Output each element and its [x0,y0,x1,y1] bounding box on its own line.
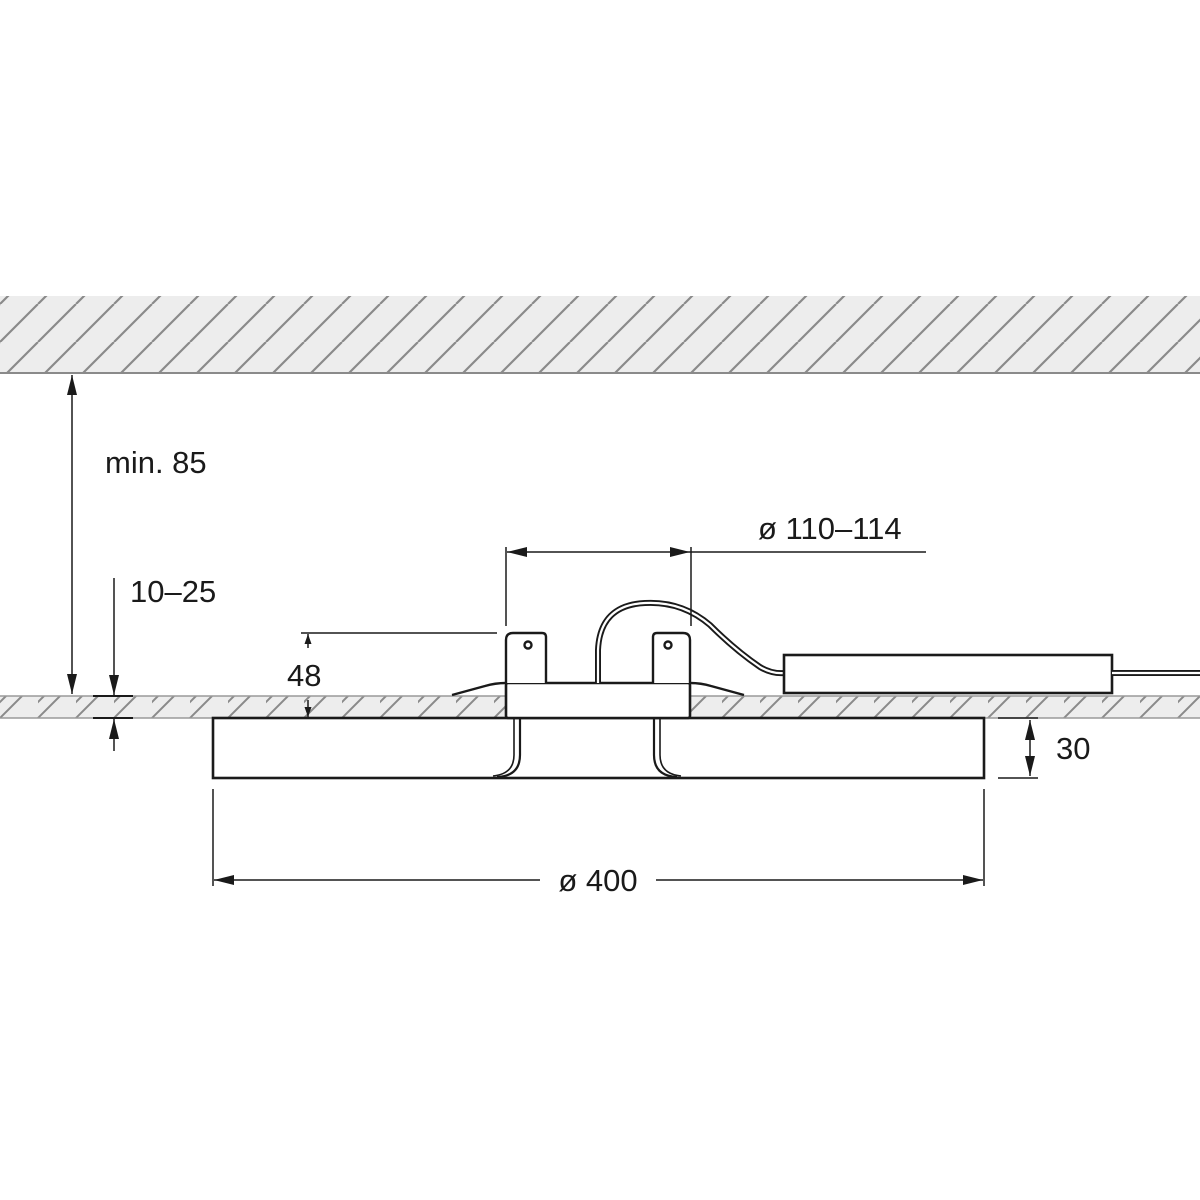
ceiling-thickness-label: 10–25 [130,574,216,609]
luminaire-height-label: 30 [1056,731,1090,766]
ceiling-void-label: min. 85 [105,445,207,480]
recessed-housing [451,681,745,720]
cutout-diameter-label: ø 110–114 [758,511,902,546]
installation-depth-label: 48 [287,658,321,693]
dimension-luminaire-diameter: ø 400 [212,789,985,898]
luminaire-diameter-label: ø 400 [558,863,637,898]
dimension-ceiling-void: min. 85 [67,375,207,694]
dimension-cutout-diameter: ø 110–114 [505,511,926,626]
dimension-ceiling-thickness: 10–25 [93,574,216,751]
mounting-clips [504,631,692,683]
led-driver [782,653,1114,695]
dimension-luminaire-height: 30 [998,717,1090,779]
luminaire-disc [211,716,986,780]
dimension-installation-depth: 48 [287,632,497,717]
structural-slab [0,296,1200,374]
connection-cable [595,599,785,683]
